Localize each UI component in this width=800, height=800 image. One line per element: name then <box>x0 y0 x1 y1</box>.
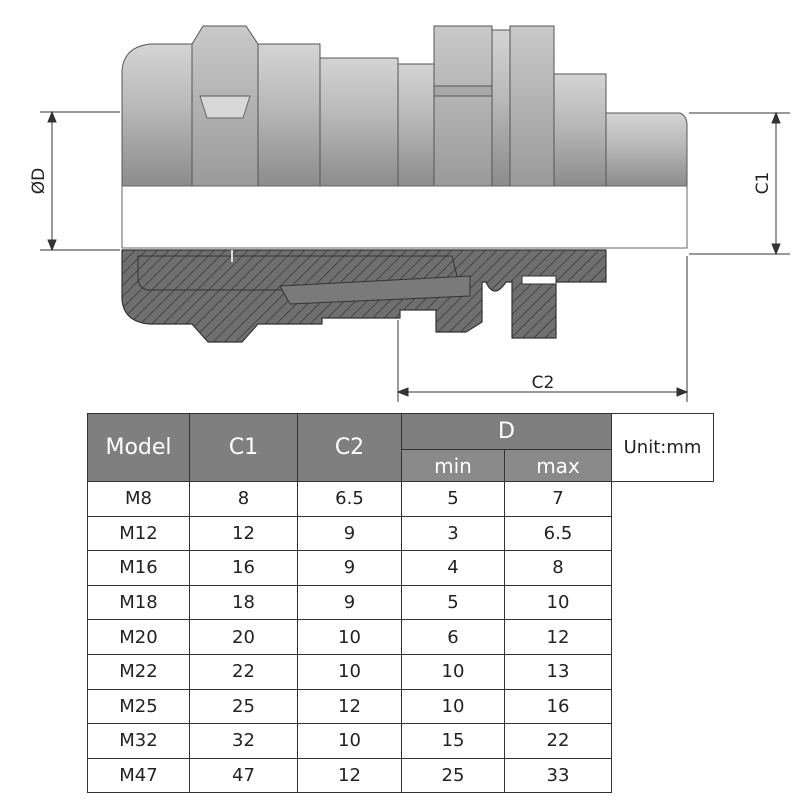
cell-model: M18 <box>87 584 190 621</box>
table-row: M12 12 9 3 6.5 <box>87 515 714 552</box>
cell-max: 8 <box>504 550 612 586</box>
header-c2: C2 <box>297 413 402 482</box>
cell-c1: 25 <box>189 688 298 725</box>
cell-model: M20 <box>87 619 190 655</box>
cell-model: M32 <box>87 723 190 759</box>
cell-c2: 10 <box>297 723 402 759</box>
table-row: M8 8 6.5 5 7 <box>87 481 714 517</box>
header-d: D <box>401 413 612 450</box>
cell-max: 16 <box>504 688 612 725</box>
cell-min: 6 <box>401 619 505 655</box>
cell-c1: 22 <box>189 653 298 690</box>
table-row: M20 20 10 6 12 <box>87 619 714 655</box>
cell-c2: 12 <box>297 688 402 725</box>
table-row: M47 47 12 25 33 <box>87 757 714 794</box>
cell-model: M12 <box>87 515 190 552</box>
cell-c2: 10 <box>297 619 402 655</box>
cell-c1: 20 <box>189 619 298 655</box>
cell-c2: 6.5 <box>297 481 402 517</box>
table-row: M18 18 9 5 10 <box>87 584 714 621</box>
cell-max: 6.5 <box>504 515 612 552</box>
cell-c1: 8 <box>189 481 298 517</box>
cell-model: M16 <box>87 550 190 586</box>
cell-c1: 47 <box>189 757 298 794</box>
cell-model: M8 <box>87 481 190 517</box>
c1-dimension-label: C1 <box>753 172 773 195</box>
unit-cell: Unit:mm <box>611 413 714 482</box>
gland-outer-view <box>121 25 688 187</box>
cell-model: M22 <box>87 653 190 690</box>
cell-min: 4 <box>401 550 505 586</box>
cell-c2: 9 <box>297 550 402 586</box>
gland-cross-section <box>121 249 607 343</box>
cell-c1: 32 <box>189 723 298 759</box>
cell-min: 15 <box>401 723 505 759</box>
table-row: M16 16 9 4 8 <box>87 550 714 586</box>
cell-max: 10 <box>504 584 612 621</box>
cell-min: 5 <box>401 584 505 621</box>
specification-table: Model C1 C2 D Unit:mm min max M8 8 6.5 5… <box>87 413 714 794</box>
cell-max: 13 <box>504 653 612 690</box>
cell-min: 25 <box>401 757 505 794</box>
cell-max: 7 <box>504 481 612 517</box>
header-d-max: max <box>504 449 612 482</box>
table-row: M22 22 10 10 13 <box>87 653 714 690</box>
cell-min: 10 <box>401 653 505 690</box>
cell-max: 22 <box>504 723 612 759</box>
dimension-lines <box>40 110 790 402</box>
cell-model: M25 <box>87 688 190 725</box>
header-d-min: min <box>401 449 505 482</box>
cell-c2: 10 <box>297 653 402 690</box>
cell-c2: 9 <box>297 584 402 621</box>
cell-max: 33 <box>504 757 612 794</box>
diameter-d-label: ØD <box>29 168 49 194</box>
cell-min: 10 <box>401 688 505 725</box>
cell-c1: 12 <box>189 515 298 552</box>
cell-min: 5 <box>401 481 505 517</box>
cell-c2: 9 <box>297 515 402 552</box>
cell-c1: 16 <box>189 550 298 586</box>
header-model: Model <box>87 413 190 482</box>
cell-c2: 12 <box>297 757 402 794</box>
cable-gland-drawing: ØD C1 C2 <box>29 25 790 402</box>
cell-max: 12 <box>504 619 612 655</box>
table-row: M25 25 12 10 16 <box>87 688 714 725</box>
c2-dimension-label: C2 <box>532 373 555 393</box>
cell-c1: 18 <box>189 584 298 621</box>
cell-model: M47 <box>87 757 190 794</box>
bore <box>121 185 688 249</box>
header-c1: C1 <box>189 413 298 482</box>
cell-min: 3 <box>401 515 505 552</box>
table-row: M32 32 10 15 22 <box>87 723 714 759</box>
